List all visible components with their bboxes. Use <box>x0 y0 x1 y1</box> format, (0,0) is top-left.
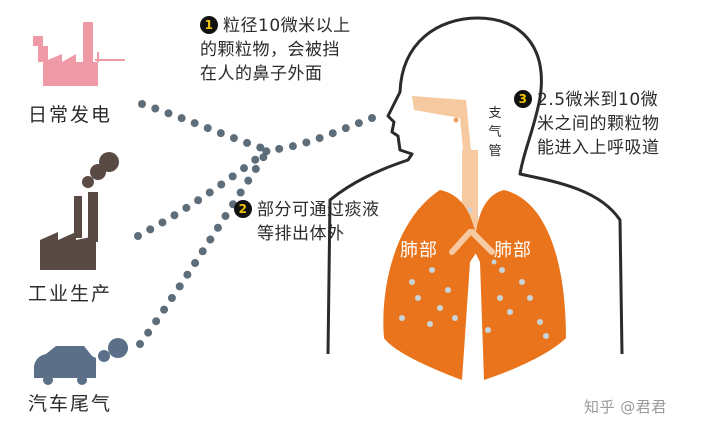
note-3-number-badge: 3 <box>514 90 532 108</box>
note-1-number-badge: 1 <box>200 16 218 34</box>
note-1-line-1: 粒径10微米以上 <box>223 16 351 36</box>
particle-paths <box>134 100 376 348</box>
note-1-line-2: 的颗粒物，会被挡 <box>200 40 340 60</box>
note-3: 3 2.5微米到10微 米之间的颗粒物 能进入上呼吸道 <box>514 88 660 160</box>
left-lung-label: 肺部 <box>400 240 438 261</box>
note-2-line-1: 部分可通过痰液 <box>257 200 380 220</box>
source-label-power: 日常发电 <box>28 104 113 126</box>
note-2-number-badge: 2 <box>234 200 252 218</box>
note-1-line-3: 在人的鼻子外面 <box>200 64 323 84</box>
watermark: 知乎 @君君 <box>584 398 667 416</box>
trachea-label-char-2: 气 <box>488 125 502 140</box>
right-lung-label: 肺部 <box>494 240 532 261</box>
source-label-industry: 工业生产 <box>28 283 113 305</box>
left-lung <box>383 190 478 380</box>
trachea-label-char-1: 支 <box>488 106 502 121</box>
power-plant-icon <box>33 22 125 86</box>
source-label-vehicle: 汽车尾气 <box>28 393 113 415</box>
lung-particles <box>399 207 549 339</box>
body-outline <box>326 16 624 355</box>
note-2-line-2: 等排出体外 <box>257 224 345 244</box>
car-exhaust-icon <box>34 338 128 385</box>
note-3-line-2: 米之间的颗粒物 <box>537 114 660 134</box>
right-lung <box>474 190 566 380</box>
note-2: 2 部分可通过痰液 等排出体外 <box>234 198 380 246</box>
trachea-label-char-3: 管 <box>488 144 502 159</box>
bronchi <box>449 229 495 255</box>
trachea-label: 支 气 管 <box>488 104 502 161</box>
note-3-line-1: 2.5微米到10微 <box>537 90 659 110</box>
note-1: 1 粒径10微米以上 的颗粒物，会被挡 在人的鼻子外面 <box>200 14 351 86</box>
note-3-line-3: 能进入上呼吸道 <box>537 138 660 158</box>
factory-icon <box>40 152 119 270</box>
